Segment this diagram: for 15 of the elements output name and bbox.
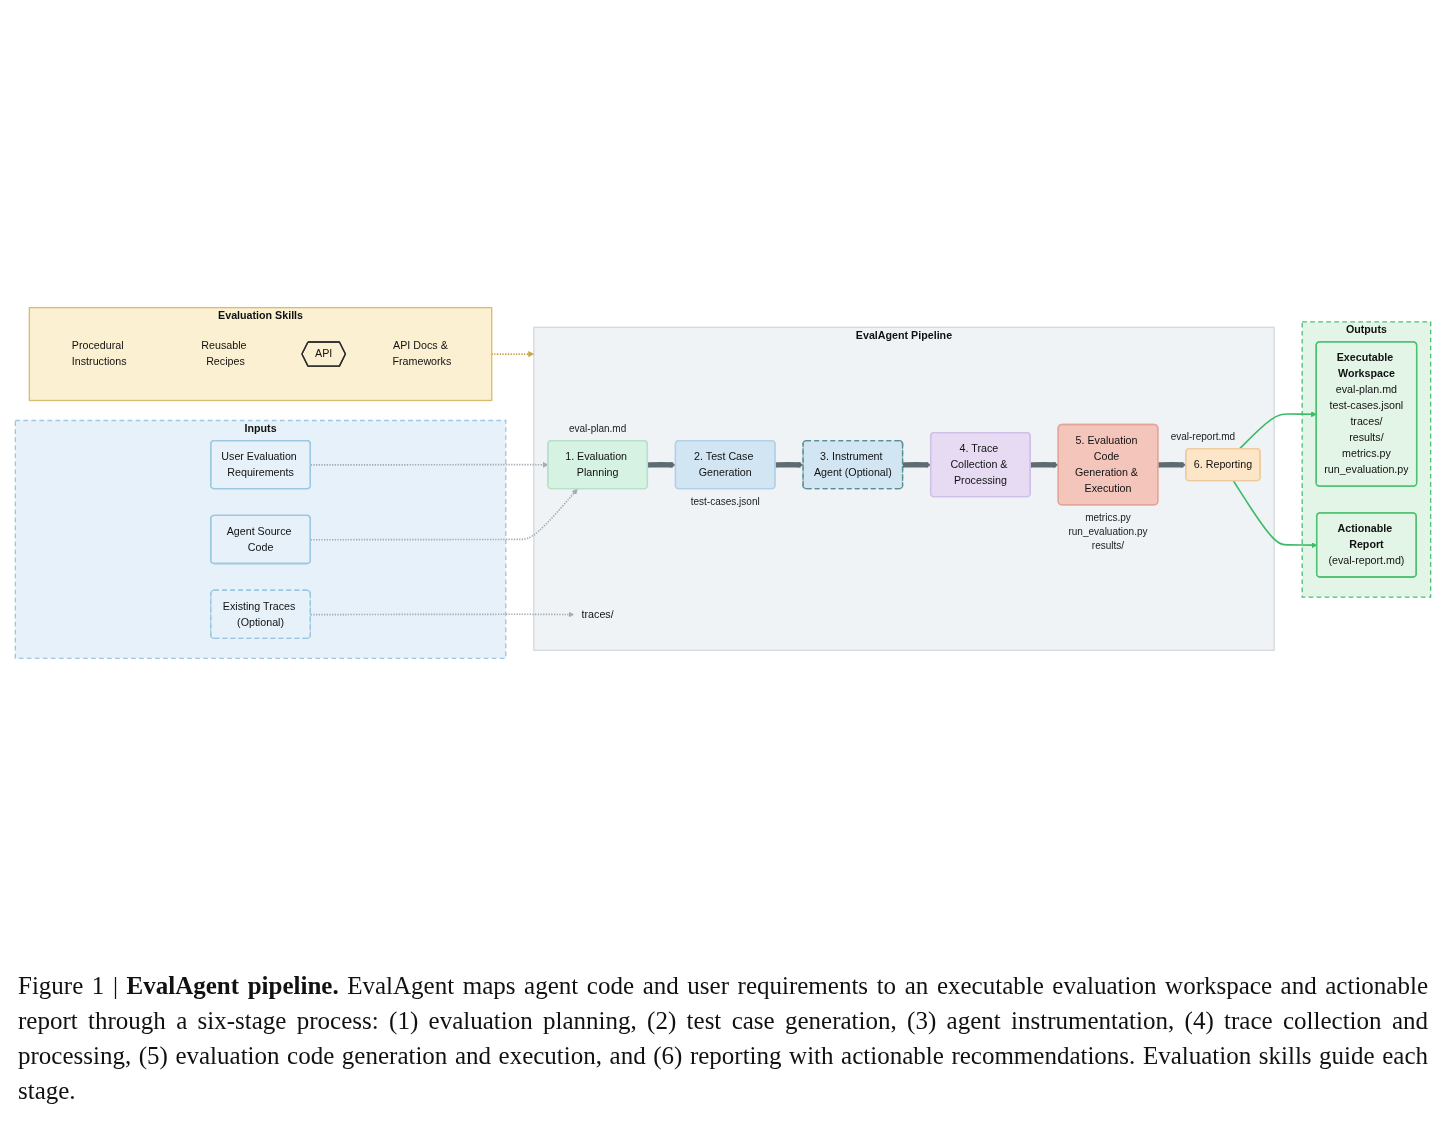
arrow (774, 461, 804, 468)
arrow (1238, 411, 1317, 450)
node-text: traces/ (581, 608, 614, 620)
file-label: eval-report.md (1170, 430, 1236, 442)
node-text: Reusable Recipes (201, 340, 247, 368)
figure-caption: Figure 1 | EvalAgent pipeline. EvalAgent maps agent code and user requirements to an executable evaluation workspace and actionable report through a six-stage process: (1) evaluation planning, (2) test case generation, (3) agent instrumentation, (4) trace collection and processing, (5) evaluation code generation and execution, and (6) reporting with actionable recommendations. Evaluation skills guide each stage. (17, 971, 1429, 1106)
node-text: API Docs & Frameworks (392, 340, 452, 368)
file-label: eval-plan.md (568, 422, 627, 434)
node-text: Procedural Instructions (71, 340, 127, 368)
file-label: run_evaluation.py (1068, 525, 1148, 537)
file-label: test-cases.jsonl (690, 495, 760, 507)
file-label: results/ (1091, 539, 1125, 551)
file-label: metrics.py (1085, 511, 1131, 523)
arrow (1157, 461, 1187, 468)
arrow (1030, 461, 1059, 468)
